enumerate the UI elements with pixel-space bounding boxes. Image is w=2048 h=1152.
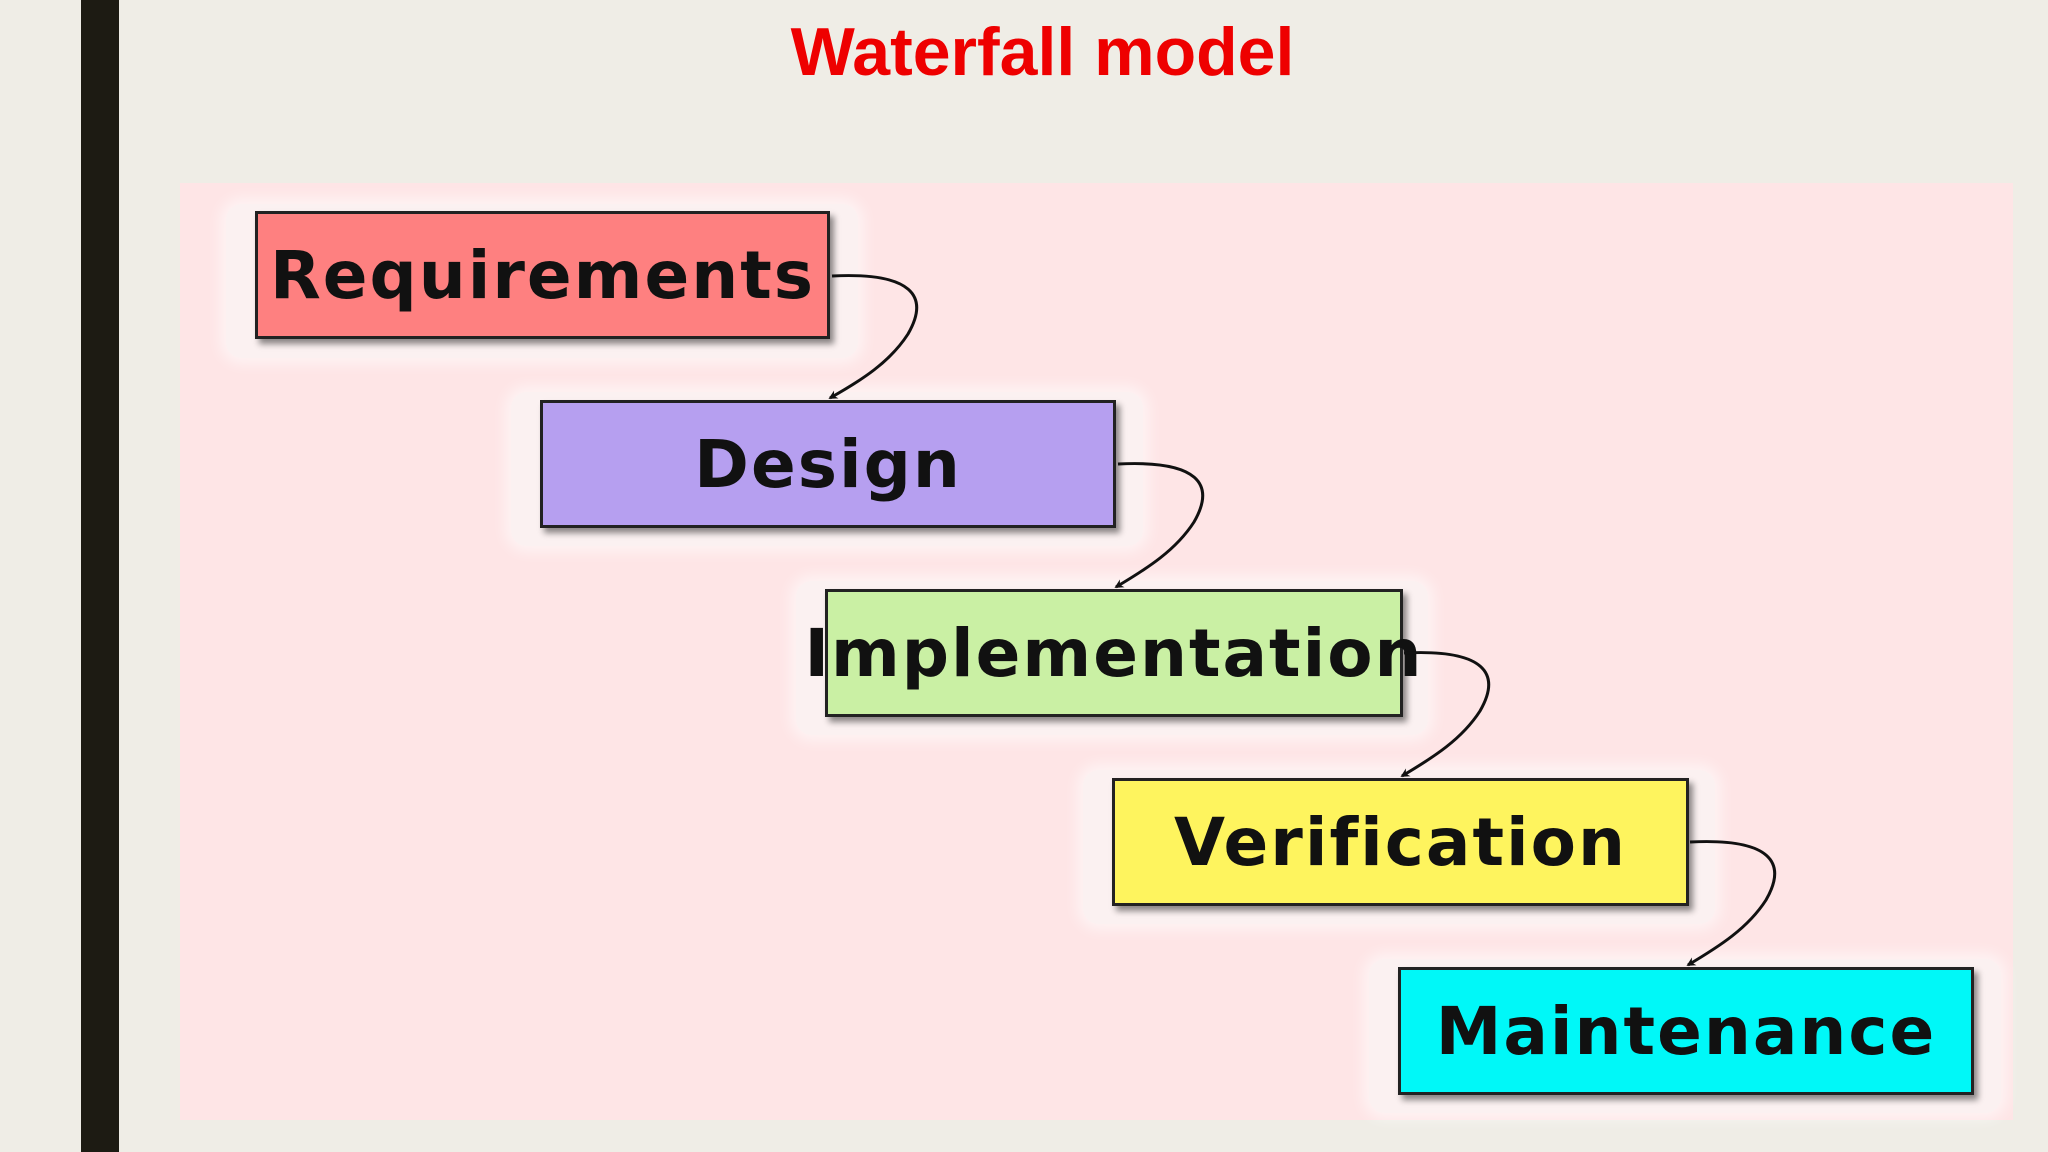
stage-label-requirements: Requirements <box>269 236 816 314</box>
stage-label-implementation: Implementation <box>804 614 1424 692</box>
stage-label-design: Design <box>694 425 962 503</box>
stage-box-verification: Verification <box>1112 778 1689 906</box>
stage-box-design: Design <box>540 400 1116 528</box>
stage-label-verification: Verification <box>1174 803 1627 881</box>
stage-label-maintenance: Maintenance <box>1435 992 1937 1070</box>
stage-box-maintenance: Maintenance <box>1398 967 1974 1095</box>
slide-title: Waterfall model <box>790 14 1295 90</box>
stage-box-implementation: Implementation <box>804 589 1422 717</box>
stage-box-requirements: Requirements <box>255 211 830 339</box>
slide-accent-bar <box>81 0 119 1152</box>
